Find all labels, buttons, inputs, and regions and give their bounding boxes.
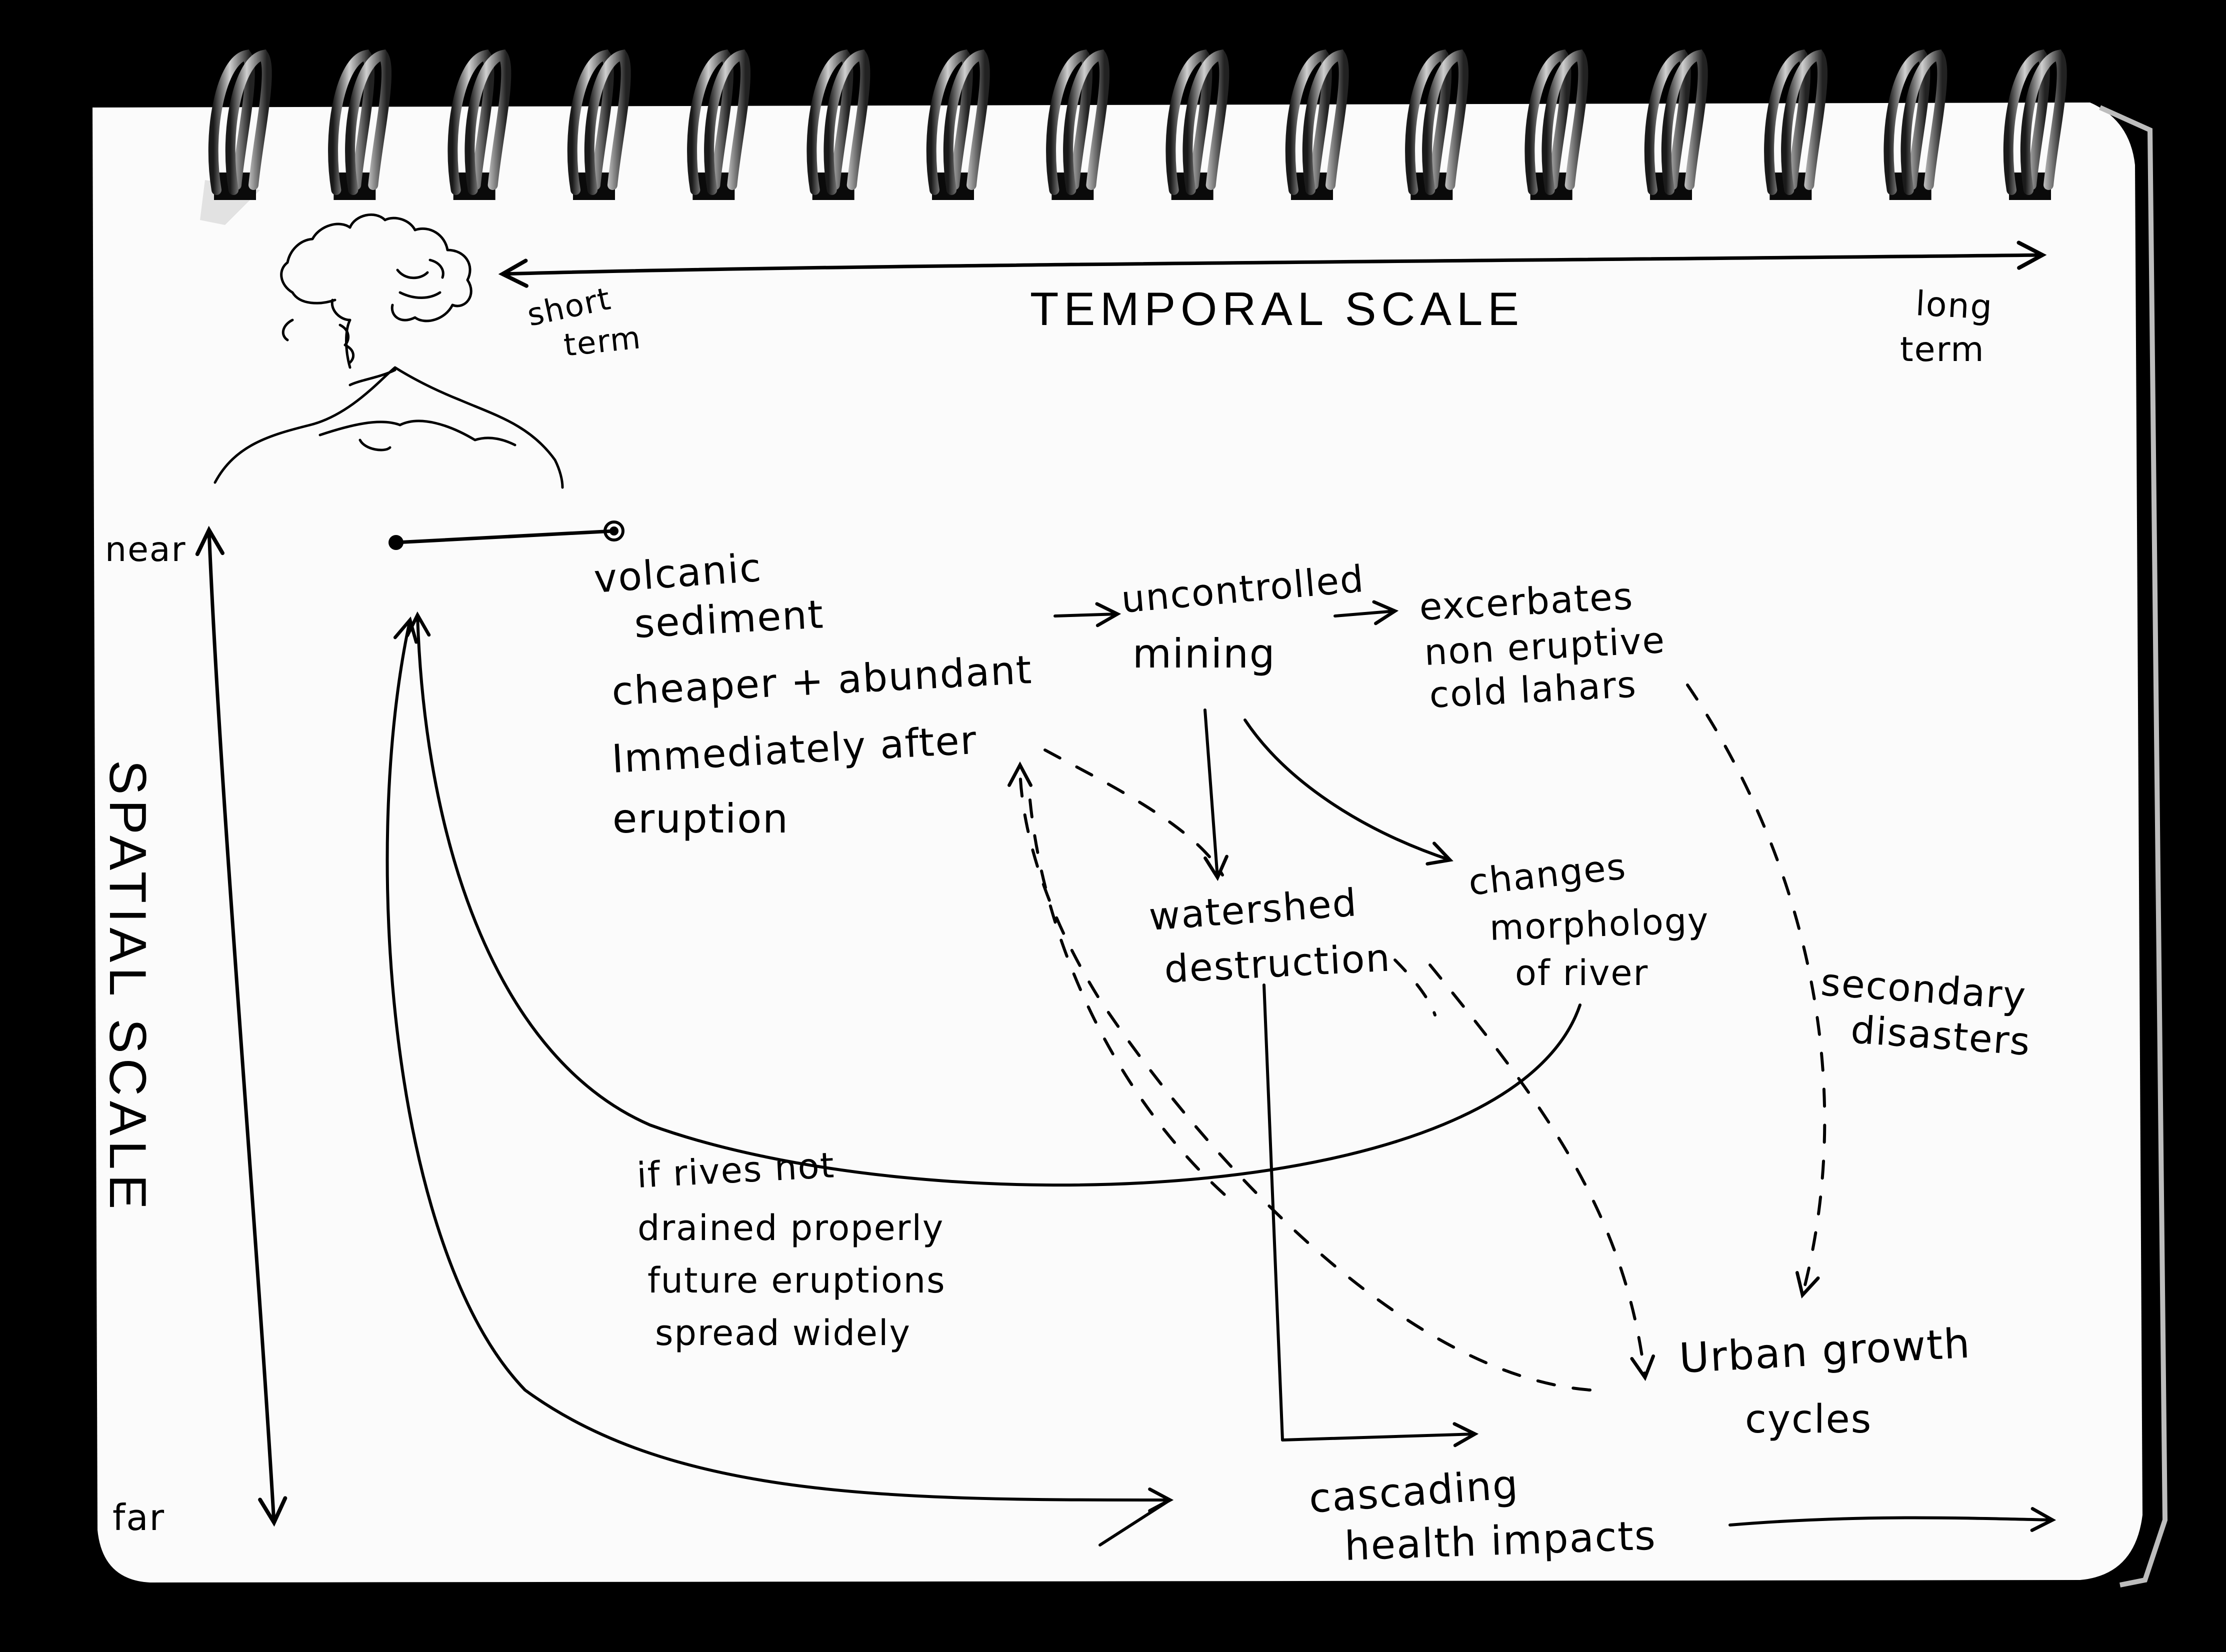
node-rivers-line2: drained properly bbox=[638, 1208, 944, 1248]
temporal-axis-title: TEMPORAL SCALE bbox=[1030, 282, 1524, 335]
spatial-axis-title: SPATIAL SCALE bbox=[98, 760, 156, 1214]
temporal-end-label-2: term bbox=[1900, 330, 1985, 370]
node-volcanic-sediment-line5: eruption bbox=[612, 796, 789, 842]
arrow-sediment-to-mining bbox=[1055, 614, 1118, 616]
node-rivers-line4: spread widely bbox=[655, 1312, 911, 1354]
node-urban-line2: cycles bbox=[1745, 1397, 1872, 1442]
node-exacerbates-lahars: excerbates non eruptive cold lahars bbox=[1418, 575, 1666, 716]
node-morphology-line2: morphology bbox=[1489, 900, 1710, 948]
node-rivers-line3: future eruptions bbox=[648, 1260, 946, 1301]
spatial-start-label: near bbox=[105, 530, 186, 570]
node-uncontrolled-mining-line2: mining bbox=[1132, 630, 1276, 677]
node-morphology-line3: of river bbox=[1515, 952, 1648, 994]
temporal-end-label-1: long bbox=[1914, 284, 1994, 328]
spatial-end-label: far bbox=[112, 1496, 165, 1538]
